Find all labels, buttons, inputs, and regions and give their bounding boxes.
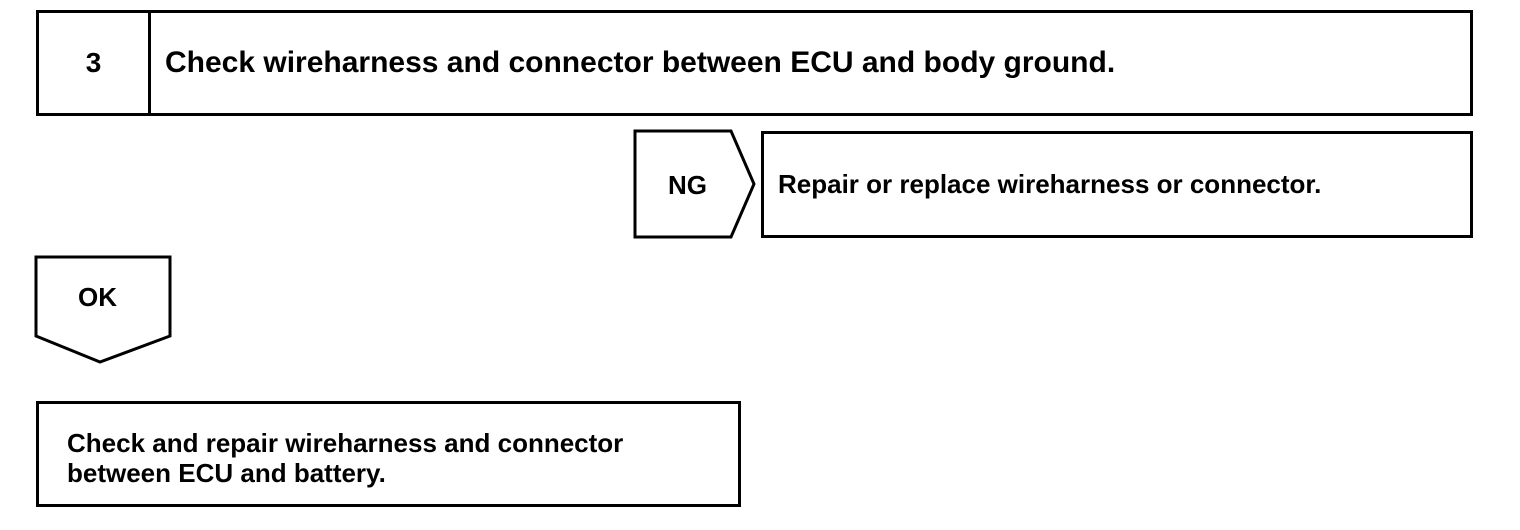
ng-arrow-shape xyxy=(633,129,756,239)
step-title: Check wireharness and connector between … xyxy=(165,46,1116,79)
step-number: 3 xyxy=(39,13,151,113)
ng-action-box: Repair or replace wireharness or connect… xyxy=(761,131,1473,238)
ok-arrow-shape xyxy=(34,255,172,364)
ok-label: OK xyxy=(78,282,117,312)
ng-label: NG xyxy=(668,170,707,200)
ng-action-text: Repair or replace wireharness or connect… xyxy=(778,169,1322,199)
final-action-line-2: between ECU and battery. xyxy=(67,458,386,488)
final-action-box: Check and repair wireharness and connect… xyxy=(36,401,741,507)
step-box: 3 Check wireharness and connector betwee… xyxy=(36,10,1473,116)
final-action-line-1: Check and repair wireharness and connect… xyxy=(67,428,624,458)
